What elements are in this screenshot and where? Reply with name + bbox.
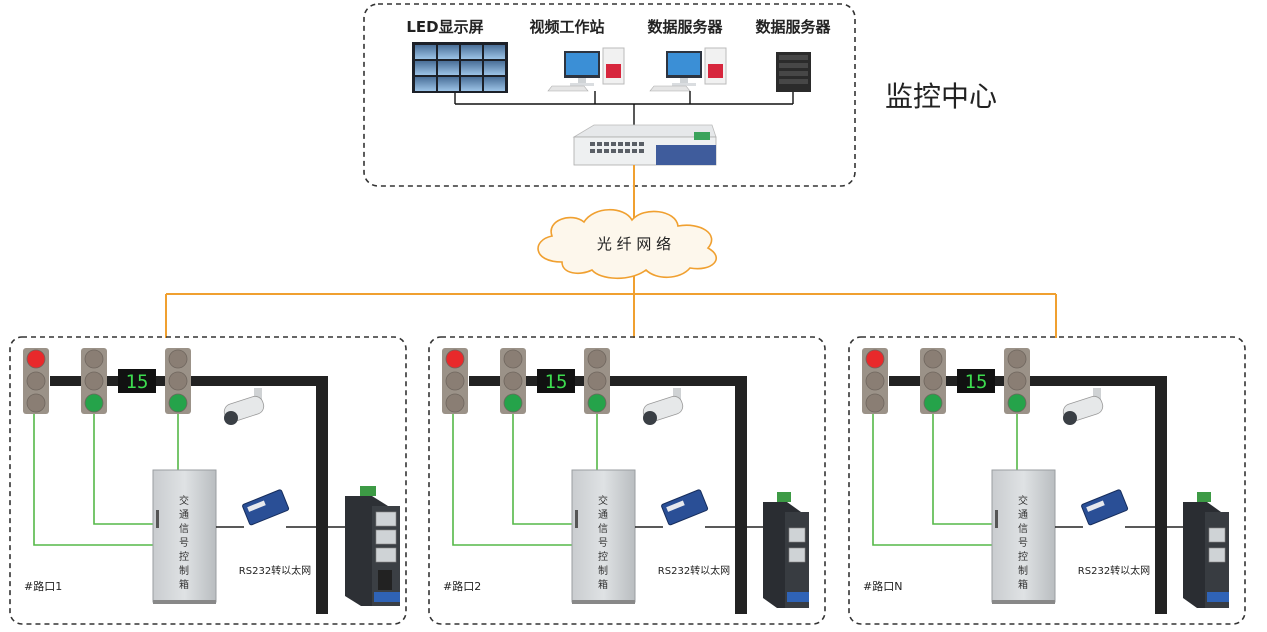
countdown-display [118,369,156,393]
signal-wire [452,414,572,546]
cabinet-label-char: 信 [598,523,608,535]
device-label: LED显示屏 [406,18,483,36]
center-bus [454,91,794,127]
countdown-value: 15 [126,371,149,393]
cabinet-label-char: 号 [1018,537,1028,549]
traffic-light-icon [920,348,946,414]
center-frame [363,3,856,187]
panel-frame [428,336,826,625]
signal-wire [872,414,992,546]
signal-wire [932,414,992,525]
traffic-light-icon [500,348,526,414]
converter-label: RS232转以太网 [239,564,311,577]
signal-wire [512,414,572,525]
countdown-display [537,369,575,393]
signal-wire [93,414,153,525]
traffic-light-icon [862,348,888,414]
panel-frame [9,336,407,625]
cabinet-label-char: 交 [598,494,608,507]
network-switch-icon [572,124,717,166]
cabinet-label-char: 控 [179,550,189,563]
cabinet-label-char: 制 [1018,564,1028,577]
cabinet-label-char: 制 [598,564,608,577]
cabinet-label-char: 箱 [1018,578,1028,591]
serial-converter-icon [661,489,709,526]
center-title: 监控中心 [885,80,997,113]
cabinet-label-char: 控 [598,550,608,563]
converter-label: RS232转以太网 [1078,564,1150,577]
intersection-name: #路口2 [443,580,481,593]
fiber-trunk [165,276,1057,338]
industrial-switch-icon [345,486,400,606]
network-label: 光 纤 网 络 [597,235,671,253]
industrial-switch-icon [763,492,809,608]
fiber-network: 光 纤 网 络 [165,165,1057,338]
cabinet-label-char: 信 [179,523,189,535]
workstation-icon [649,47,727,92]
camera-icon [1062,388,1104,425]
countdown-value: 15 [965,371,988,393]
monitoring-center: LED显示屏 视频工作站 数据服务器 数据服务器 [363,3,997,187]
intersection-name: #路口N [863,580,902,593]
traffic-light-icon [442,348,468,414]
countdown-value: 15 [545,371,568,393]
signal-pole [1155,376,1167,614]
server-rack-icon [776,52,811,92]
intersection-name: #路口1 [24,580,62,593]
converter-label: RS232转以太网 [658,564,730,577]
workstation-icon [547,47,625,92]
traffic-light-icon [23,348,49,414]
cabinet-label-char: 交 [179,494,189,507]
cabinet-label-char: 控 [1018,550,1028,563]
camera-icon [223,388,265,425]
device-label: 视频工作站 [529,18,604,36]
signal-pole [735,376,747,614]
led-wall-icon [412,42,508,93]
cabinet-label-char: 信 [1018,523,1028,535]
traffic-light-icon [165,348,191,414]
cabinet-label-char: 交 [1018,494,1028,507]
panel-frame [848,336,1246,625]
cabinet-label-char: 号 [179,537,189,549]
cabinet-label-char: 箱 [598,578,608,591]
cabinet-label-char: 制 [179,564,189,577]
industrial-switch-icon [1183,492,1229,608]
cabinet-label-char: 箱 [179,578,189,591]
traffic-light-icon [1004,348,1030,414]
camera-icon [642,388,684,425]
cabinet-label-char: 号 [598,537,608,549]
signal-wire [33,414,153,546]
traffic-light-icon [584,348,610,414]
countdown-display [957,369,995,393]
signal-pole [316,376,328,614]
cloud-icon [537,209,717,280]
cabinet-label-char: 通 [598,509,608,521]
cabinet-label-char: 通 [179,509,189,521]
device-label: 数据服务器 [647,18,723,36]
serial-converter-icon [242,489,290,526]
serial-converter-icon [1081,489,1129,526]
traffic-light-icon [81,348,107,414]
cabinet-label-char: 通 [1018,509,1028,521]
device-label: 数据服务器 [755,18,831,36]
